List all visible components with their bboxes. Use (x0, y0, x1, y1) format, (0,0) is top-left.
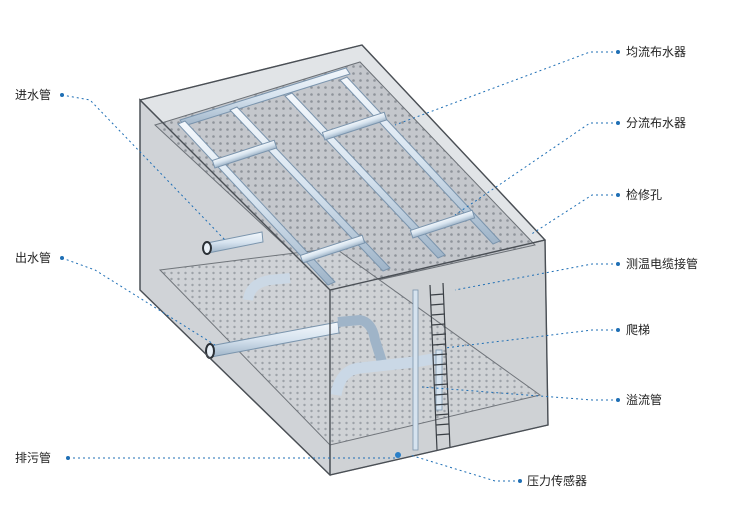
tank-edges (139, 44, 549, 476)
label-pressure-sensor: 压力传感器 (527, 474, 588, 488)
label-drain-pipe: 排污管 (15, 451, 52, 465)
label-temp-cable-pipe: 测温电缆接管 (626, 257, 699, 271)
label-inspection-hole: 检修孔 (626, 188, 663, 202)
leader-lines (61, 51, 618, 482)
overflow-pipe-shape (330, 352, 439, 397)
vertical-pipe-2 (435, 349, 443, 411)
upper-perforated-plate (154, 61, 536, 291)
label-uniform-distributor: 均流布水器 (626, 45, 687, 59)
split-distributor-pipes (211, 111, 476, 264)
inlet-pipe-shape (202, 231, 264, 255)
leader-dots (60, 50, 620, 483)
label-overflow-pipe: 溢流管 (626, 393, 663, 407)
label-outlet-pipe: 出水管 (15, 251, 52, 265)
back-elbow-pipe (243, 273, 291, 301)
outlet-pipe-shape (205, 314, 387, 364)
ladder-shape (429, 282, 451, 451)
label-split-distributor: 分流布水器 (626, 116, 687, 130)
lower-perforated-plate (158, 247, 542, 446)
vertical-pipe (412, 289, 419, 451)
label-ladder: 爬梯 (626, 323, 651, 337)
label-inlet-pipe: 进水管 (15, 88, 52, 102)
